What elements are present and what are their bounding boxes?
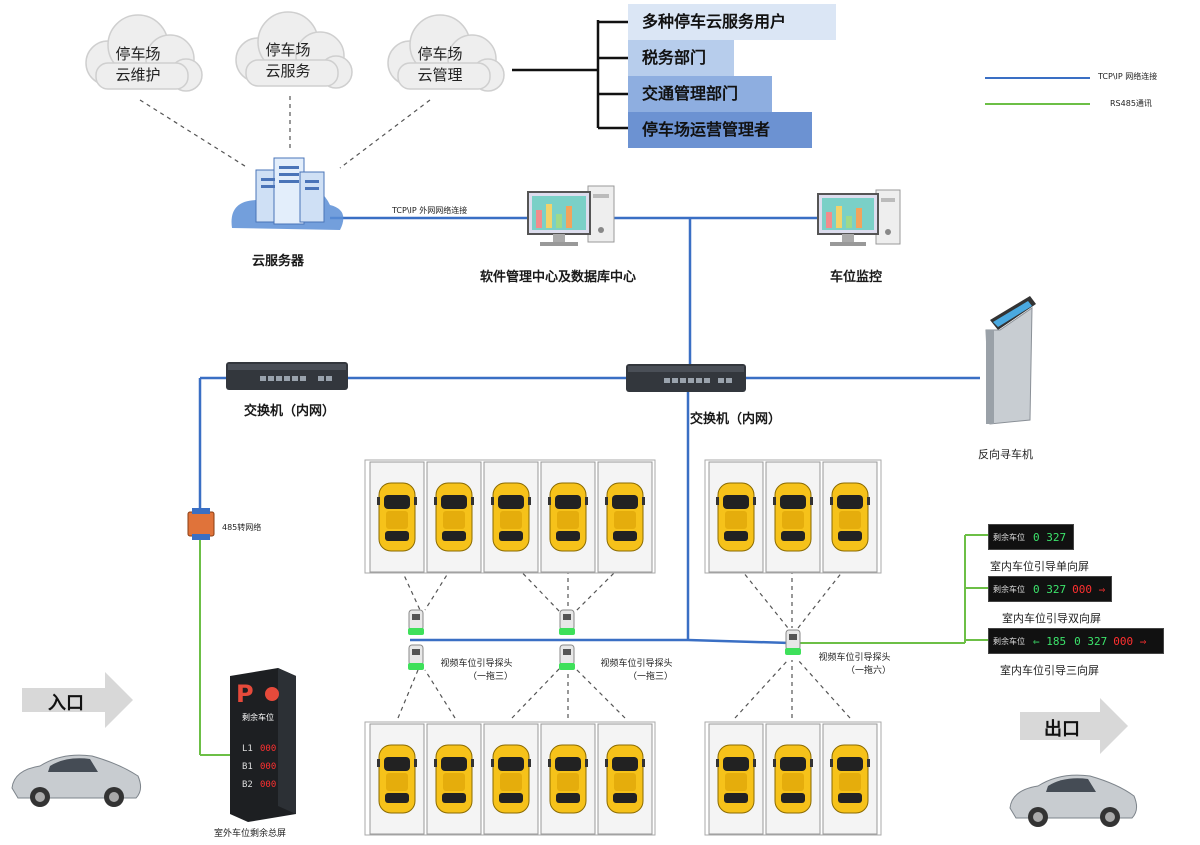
space-monitor-computer-icon xyxy=(817,189,901,246)
detector-label-line2: （一拖三） xyxy=(628,672,674,682)
cloud-service-label: 停车场 云服务 xyxy=(258,40,318,82)
pole-row-value: 000 xyxy=(260,780,277,790)
pole-row-level: B2 xyxy=(242,780,253,790)
parking-bays-bottom-left xyxy=(364,721,656,836)
software-center-computer-icon xyxy=(527,185,615,246)
pole-row-value: 000 xyxy=(260,744,277,754)
entrance-car-icon xyxy=(11,754,142,807)
switch-left-icon xyxy=(226,362,348,390)
entrance-arrow-icon xyxy=(22,672,133,728)
detector-label-line1: 视频车位引导探头 xyxy=(818,653,891,663)
display-value: 000 ⇒ xyxy=(1072,582,1106,596)
cloud-label-line2: 云管理 xyxy=(417,66,463,84)
cloud-label-line2: 云维护 xyxy=(115,66,161,84)
user-box-cloud-users: 多种停车云服务用户 xyxy=(628,4,836,40)
parking-bays-top-left xyxy=(364,459,656,574)
cloud-label-line1: 停车场 xyxy=(417,45,463,63)
legend-rs485-label: RS485通讯 xyxy=(1110,99,1152,108)
pole-row-value: 000 xyxy=(260,762,277,772)
parking-bays-bottom-right xyxy=(704,721,882,836)
cloud-server-icon xyxy=(231,157,344,230)
switch-left-label: 交换机（内网） xyxy=(244,404,336,419)
cloud-server-label: 云服务器 xyxy=(252,254,305,269)
pole-row-level: B1 xyxy=(242,762,253,772)
display-value: 0 327 xyxy=(1033,530,1067,544)
detector-label-line2: （一拖六） xyxy=(846,666,892,676)
outdoor-screen-icon xyxy=(230,668,296,822)
user-box-tax-dept: 税务部门 xyxy=(628,40,734,76)
entrance-label: 入口 xyxy=(48,693,84,714)
display-triple-caption: 室内车位引导三向屏 xyxy=(1000,664,1099,677)
legend-tcp-label: TCP\IP 网络连接 xyxy=(1098,72,1158,81)
kiosk-label: 反向寻车机 xyxy=(978,448,1033,461)
exit-label: 出口 xyxy=(1044,719,1080,740)
exit-arrow-icon xyxy=(1020,698,1128,754)
display-title: 剩余车位 xyxy=(993,532,1025,542)
display-double-caption: 室内车位引导双向屏 xyxy=(1002,612,1101,625)
detector-label-line1: 视频车位引导探头 xyxy=(440,659,513,669)
cloud-label-line2: 云服务 xyxy=(265,62,311,80)
user-box-traffic-dept: 交通管理部门 xyxy=(628,76,772,112)
display-value: ⇐ 185 xyxy=(1033,634,1067,648)
wan-link-label: TCP\IP 外网网络连接 xyxy=(392,206,468,215)
display-title: 剩余车位 xyxy=(993,636,1025,646)
software-center-label: 软件管理中心及数据库中心 xyxy=(480,270,637,285)
exit-car-icon xyxy=(1009,774,1138,827)
display-value: 0 327 xyxy=(1074,634,1108,648)
detector-3-label: 视频车位引导探头 （一拖六） xyxy=(818,650,892,676)
cloud-label-line1: 停车场 xyxy=(265,41,311,59)
display-double: 剩余车位 0 327 000 ⇒ xyxy=(988,576,1112,602)
display-single: 剩余车位 0 327 xyxy=(988,524,1074,550)
display-single-caption: 室内车位引导单向屏 xyxy=(990,560,1089,573)
cloud-label-line1: 停车场 xyxy=(115,45,161,63)
kiosk-icon xyxy=(985,296,1036,425)
detector-2-label: 视频车位引导探头 （一拖三） xyxy=(600,656,674,682)
switch-right-icon xyxy=(626,364,746,392)
display-title: 剩余车位 xyxy=(993,584,1025,594)
pole-letter: P xyxy=(236,680,254,708)
detector-1-label: 视频车位引导探头 （一拖三） xyxy=(440,656,514,682)
display-value: 000 ⇒ xyxy=(1113,634,1147,648)
converter-label: 485转网络 xyxy=(222,523,262,532)
detector-label-line2: （一拖三） xyxy=(468,672,514,682)
pole-title: 剩余车位 xyxy=(242,713,274,722)
display-value: 0 327 xyxy=(1033,582,1067,596)
converter-icon xyxy=(187,508,215,540)
pole-row-level: L1 xyxy=(242,744,253,754)
detector-label-line1: 视频车位引导探头 xyxy=(600,659,673,669)
user-box-operators: 停车场运营管理者 xyxy=(628,112,812,148)
display-triple: 剩余车位 ⇐ 185 0 327 000 ⇒ xyxy=(988,628,1164,654)
switch-right-label: 交换机（内网） xyxy=(690,412,782,427)
detector-3-icon xyxy=(784,629,802,656)
cloud-management-label: 停车场 云管理 xyxy=(410,44,470,86)
parking-bays-top-right xyxy=(704,459,882,574)
space-monitor-label: 车位监控 xyxy=(830,270,883,285)
outdoor-screen-label: 室外车位剩余总屏 xyxy=(214,829,287,839)
cloud-maintenance-label: 停车场 云维护 xyxy=(108,44,168,86)
